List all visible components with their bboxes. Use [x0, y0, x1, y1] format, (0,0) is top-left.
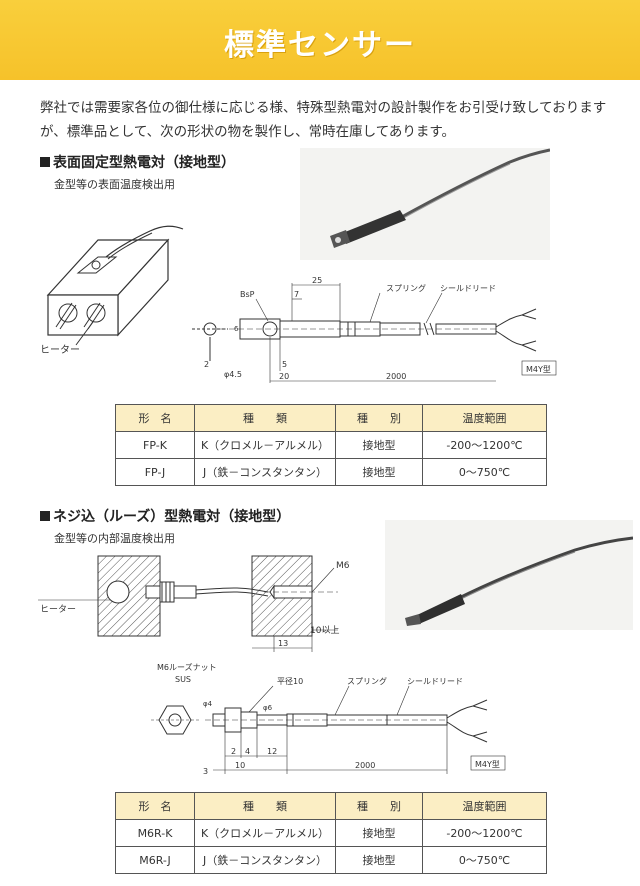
col-temp-range: 温度範囲 [422, 404, 547, 432]
bullet-square-icon [40, 157, 50, 167]
intro-line-2: が、標準品として、次の形状の物を製作し、常時在庫してあります。 [40, 124, 455, 140]
cell-temp-range: -200～1200℃ [422, 819, 547, 847]
bullet-square-icon [40, 511, 50, 521]
cell-model: FP-K [115, 431, 195, 459]
intro-text: 弊社では需要家各位の御仕様に応じる様、特殊型熱電対の設計製作をお引受け致しており… [40, 96, 620, 144]
title-banner: 標準センサー [0, 0, 640, 80]
cell-temp-range: 0～750℃ [422, 458, 547, 486]
dim-phi4: φ4 [203, 700, 213, 708]
col-type: 種 類 [194, 404, 336, 432]
dim-bsp: BsP [240, 290, 255, 299]
section2-title-text: ネジ込（ルーズ）型熱電対（接地型） [53, 509, 291, 525]
cell-class: 接地型 [335, 819, 423, 847]
dim-7: 7 [294, 290, 299, 299]
cell-model: M6R-K [115, 819, 195, 847]
section1-spec-table: 形 名 種 類 種 別 温度範囲 FP-K K（クロメル－アルメル） 接地型 -… [115, 404, 547, 486]
dim-2000b: 2000 [355, 761, 375, 770]
section1-title: 表面固定型熱電対（接地型） [40, 152, 235, 172]
surface-sensor-sketch: ヒーター [40, 225, 184, 356]
col-model: 形 名 [115, 792, 195, 820]
dim-6: 6 [234, 325, 239, 333]
section2-subtitle: 金型等の内部温度検出用 [54, 532, 175, 545]
sus-label: SUS [175, 675, 191, 684]
page-title: 標準センサー [224, 28, 416, 63]
col-model: 形 名 [115, 404, 195, 432]
dim-10ijo: 10以上 [310, 625, 339, 636]
section2-title: ネジ込（ルーズ）型熱電対（接地型） [40, 506, 290, 526]
section1-title-text: 表面固定型熱電対（接地型） [53, 155, 235, 171]
cell-class: 接地型 [335, 846, 423, 874]
col-temp-range: 温度範囲 [422, 792, 547, 820]
m6-label: M6 [336, 561, 350, 571]
cell-temp-range: 0～750℃ [422, 846, 547, 874]
shield-lead-label-2: シールドリード [407, 677, 463, 686]
screw-sensor-sketch: ヒーター M6 10以上 13 [38, 555, 350, 652]
table-header-row: 形 名 種 類 種 別 温度範囲 [115, 404, 547, 432]
dim-2000: 2000 [386, 372, 406, 381]
dim-5: 5 [282, 360, 287, 369]
nut-label: M6ルーズナット [157, 662, 217, 672]
section1-heater-label: ヒーター [40, 344, 80, 356]
surface-sensor-photo [300, 148, 550, 260]
dim-3: 3 [203, 767, 208, 776]
spring-label-2: スプリング [347, 676, 387, 686]
table-row: M6R-K K（クロメル－アルメル） 接地型 -200～1200℃ [115, 819, 547, 847]
shield-lead-label: シールドリード [440, 284, 496, 293]
section2-heater-label: ヒーター [40, 604, 76, 615]
col-type: 種 類 [194, 792, 336, 820]
dim-2: 2 [204, 360, 209, 369]
dim-10: 10 [235, 761, 245, 770]
dim-phi45: φ4.5 [224, 370, 242, 379]
dim-20: 20 [279, 372, 289, 381]
cell-model: M6R-J [115, 846, 195, 874]
surface-sensor-drawing: 2 25 7 BsP 6 スプリング シールドリード φ4.5 5 20 200… [192, 276, 557, 383]
cell-type: J（鉄－コンスタンタン） [194, 846, 336, 874]
section2-spec-table: 形 名 種 類 種 別 温度範囲 M6R-K K（クロメル－アルメル） 接地型 … [115, 792, 547, 874]
cell-type: J（鉄－コンスタンタン） [194, 458, 336, 486]
cell-class: 接地型 [335, 431, 423, 459]
m4y-label: M4Y型 [526, 365, 551, 374]
dim-12: 12 [267, 747, 277, 756]
intro-line-1: 弊社では需要家各位の御仕様に応じる様、特殊型熱電対の設計製作をお引受け致しており… [40, 100, 607, 116]
dim-25: 25 [312, 276, 322, 285]
cell-type: K（クロメル－アルメル） [194, 431, 336, 459]
cell-type: K（クロメル－アルメル） [194, 819, 336, 847]
cell-model: FP-J [115, 458, 195, 486]
heikei-label: 平径10 [277, 676, 303, 686]
table-header-row: 形 名 種 類 種 別 温度範囲 [115, 792, 547, 820]
cell-temp-range: -200～1200℃ [422, 431, 547, 459]
cell-class: 接地型 [335, 458, 423, 486]
table-row: FP-K K（クロメル－アルメル） 接地型 -200～1200℃ [115, 431, 547, 459]
spring-label: スプリング [386, 283, 426, 293]
table-row: M6R-J J（鉄－コンスタンタン） 接地型 0～750℃ [115, 846, 547, 874]
screw-sensor-photo [385, 520, 633, 630]
dim-13: 13 [278, 639, 288, 648]
col-class: 種 別 [335, 404, 423, 432]
col-class: 種 別 [335, 792, 423, 820]
dim-4: 4 [245, 747, 250, 756]
dim-2b: 2 [231, 747, 236, 756]
table-row: FP-J J（鉄－コンスタンタン） 接地型 0～750℃ [115, 458, 547, 486]
m4y-label-2: M4Y型 [475, 760, 500, 769]
screw-sensor-drawing: M6ルーズナット SUS 平径10 φ4 φ6 スプリング シールドリード 2 … [151, 662, 506, 776]
dim-phi6: φ6 [263, 704, 273, 712]
section1-subtitle: 金型等の表面温度検出用 [54, 178, 175, 191]
